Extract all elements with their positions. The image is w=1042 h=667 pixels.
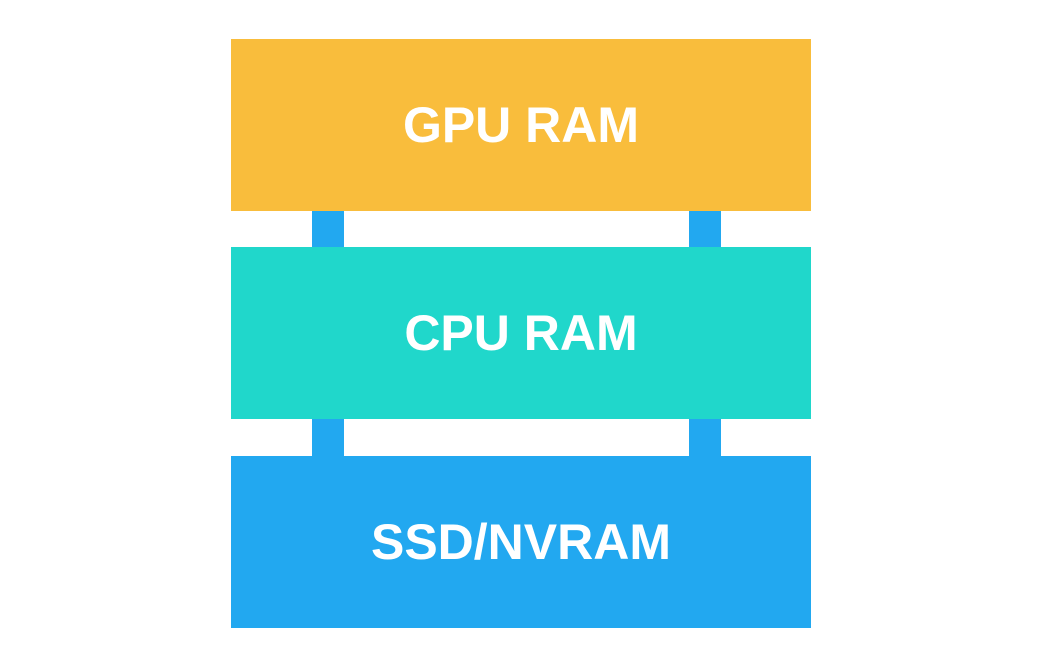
connector-cpu-ssd-right xyxy=(689,419,721,456)
cpu-ram-layer: CPU RAM xyxy=(231,247,811,419)
cpu-ram-label: CPU RAM xyxy=(404,305,638,361)
connector-cpu-ssd-left xyxy=(312,419,344,456)
connector-gpu-cpu-left xyxy=(312,211,344,247)
gpu-ram-layer: GPU RAM xyxy=(231,39,811,211)
ssd-nvram-layer: SSD/NVRAM xyxy=(231,456,811,628)
connector-gpu-cpu-right xyxy=(689,211,721,247)
ssd-nvram-label: SSD/NVRAM xyxy=(370,514,672,570)
gpu-ram-label: GPU RAM xyxy=(402,97,640,153)
